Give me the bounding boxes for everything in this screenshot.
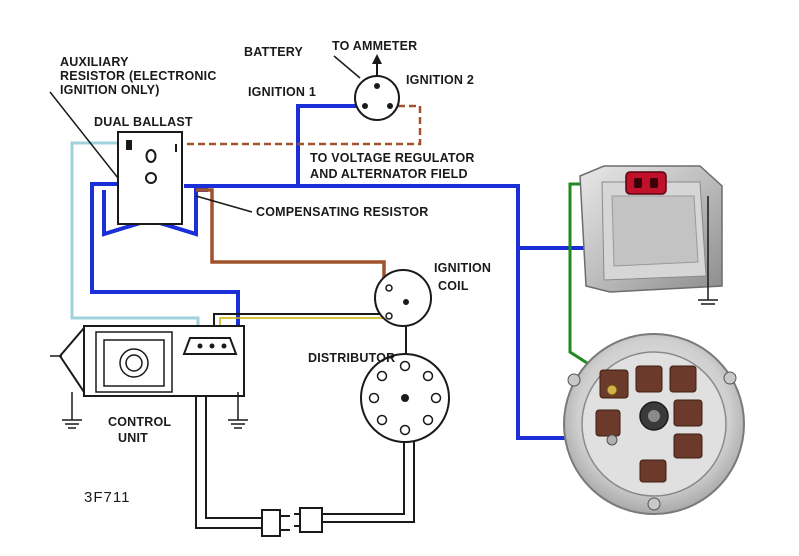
label-voltage-regulator-1: TO VOLTAGE REGULATOR (310, 151, 475, 165)
pickup-wire-left-2 (205, 346, 262, 519)
label-ignition-1: IGNITION 1 (248, 85, 316, 99)
label-dual-ballast: DUAL BALLAST (94, 115, 193, 129)
aux-line-1: AUXILIARY (60, 55, 129, 69)
dual-ballast-resistor (117, 131, 183, 225)
label-auxiliary-resistor: AUXILIARY RESISTOR (ELECTRONIC IGNITION … (60, 55, 217, 97)
label-battery: BATTERY (244, 45, 303, 59)
label-compensating-resistor: COMPENSATING RESISTOR (256, 205, 429, 219)
label-ignition-coil-1: IGNITION (434, 261, 491, 275)
ignition-switch (333, 54, 400, 121)
label-figure-code: 3F711 (84, 489, 130, 506)
aux-line-2: RESISTOR (ELECTRONIC (60, 69, 217, 83)
control-unit (50, 325, 248, 429)
control-unit-connector (182, 337, 238, 355)
pickup-wire-left (195, 346, 262, 529)
label-ignition-2: IGNITION 2 (406, 73, 474, 87)
voltage-regulator (579, 165, 723, 305)
alternator (563, 333, 745, 515)
pickup-wire-right (322, 442, 405, 515)
label-voltage-regulator-2: AND ALTERNATOR FIELD (310, 167, 468, 181)
pickup-connector (261, 507, 323, 537)
label-control-2: UNIT (118, 431, 148, 445)
label-distributor: DISTRIBUTOR (308, 351, 395, 365)
label-ignition-coil-2: COIL (438, 279, 469, 293)
aux-line-3: IGNITION ONLY) (60, 83, 160, 97)
brown-dashed-wire (176, 104, 422, 146)
brown-coil-wire (196, 188, 386, 286)
pickup-wire-right-2 (322, 442, 415, 523)
distributor (360, 353, 450, 443)
label-control-1: CONTROL (108, 415, 171, 429)
ignition-coil (374, 269, 432, 327)
blue-ballast-wire (90, 182, 240, 345)
compensating-arrow (195, 195, 253, 213)
aux-resistor-arrow (49, 91, 119, 179)
label-to-ammeter: TO AMMETER (332, 39, 417, 53)
